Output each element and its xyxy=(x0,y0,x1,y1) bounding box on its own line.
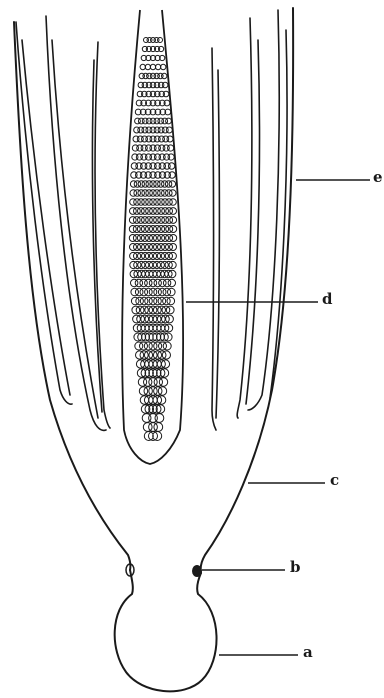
sucker xyxy=(167,297,175,305)
sucker xyxy=(140,342,148,350)
sucker xyxy=(150,64,155,69)
sucker xyxy=(158,288,166,296)
sucker xyxy=(149,288,157,296)
sucker xyxy=(169,190,176,197)
sucker xyxy=(170,199,177,206)
sucker xyxy=(170,217,177,224)
left-body-edge xyxy=(14,22,130,570)
sucker xyxy=(146,217,153,224)
sucker xyxy=(155,64,160,69)
arm-1-inner xyxy=(22,40,70,395)
sucker xyxy=(163,342,171,350)
sucker xyxy=(131,288,139,296)
sucker xyxy=(166,118,172,124)
sucker xyxy=(162,73,167,78)
label-a: a xyxy=(303,645,313,660)
sucker xyxy=(150,208,157,215)
sucker xyxy=(154,423,163,432)
arm-6 xyxy=(248,10,279,410)
sucker xyxy=(155,414,164,423)
sucker-arm xyxy=(122,10,183,464)
sucker xyxy=(149,387,157,395)
arm-2-inner xyxy=(52,40,98,418)
sucker xyxy=(158,217,165,224)
sucker xyxy=(169,181,175,187)
sucker xyxy=(131,297,139,305)
sucker xyxy=(159,378,167,386)
sucker xyxy=(140,297,148,305)
sucker xyxy=(138,217,145,224)
label-d: d xyxy=(322,292,333,307)
label-e: e xyxy=(373,170,383,185)
sucker xyxy=(163,297,171,305)
sucker xyxy=(167,136,173,142)
sucker xyxy=(149,342,157,350)
sucker xyxy=(170,208,177,215)
sucker xyxy=(149,297,157,305)
arm-4 xyxy=(212,48,216,430)
mantle-outline xyxy=(115,570,217,691)
sucker xyxy=(168,279,175,286)
sucker xyxy=(154,288,162,296)
sucker xyxy=(146,208,153,215)
sucker xyxy=(143,423,152,432)
sucker xyxy=(144,342,152,350)
sucker xyxy=(149,423,158,432)
sucker xyxy=(136,297,144,305)
sucker xyxy=(145,297,153,305)
sucker xyxy=(166,217,173,224)
sucker xyxy=(168,145,174,151)
sucker xyxy=(158,38,163,43)
sucker xyxy=(162,82,168,88)
sucker xyxy=(163,288,171,296)
sucker xyxy=(150,217,157,224)
arm-5 xyxy=(237,18,252,418)
sucker xyxy=(154,342,162,350)
sucker xyxy=(134,208,141,215)
label-b: b xyxy=(290,560,301,575)
sucker xyxy=(135,342,143,350)
sucker xyxy=(166,208,173,215)
sucker xyxy=(145,288,153,296)
sucker xyxy=(168,163,174,169)
sucker xyxy=(145,64,150,69)
sucker xyxy=(130,208,137,215)
sucker xyxy=(154,297,162,305)
sucker xyxy=(129,217,136,224)
sucker xyxy=(168,288,176,296)
sucker xyxy=(159,342,167,350)
sucker xyxy=(168,154,174,160)
label-c: c xyxy=(330,473,339,488)
sucker xyxy=(129,235,136,242)
sucker xyxy=(170,235,177,242)
sucker xyxy=(166,127,172,133)
sucker xyxy=(135,288,143,296)
sucker xyxy=(140,288,148,296)
sucker xyxy=(158,208,165,215)
sucker xyxy=(169,172,175,178)
sucker xyxy=(138,208,145,215)
sucker xyxy=(158,297,166,305)
sucker xyxy=(161,64,166,69)
arm-5-inner xyxy=(246,40,260,404)
sucker xyxy=(162,208,169,215)
sucker xyxy=(140,64,145,69)
arm-3 xyxy=(95,42,110,428)
right-eye xyxy=(192,565,202,577)
arm-4-inner xyxy=(216,70,219,418)
